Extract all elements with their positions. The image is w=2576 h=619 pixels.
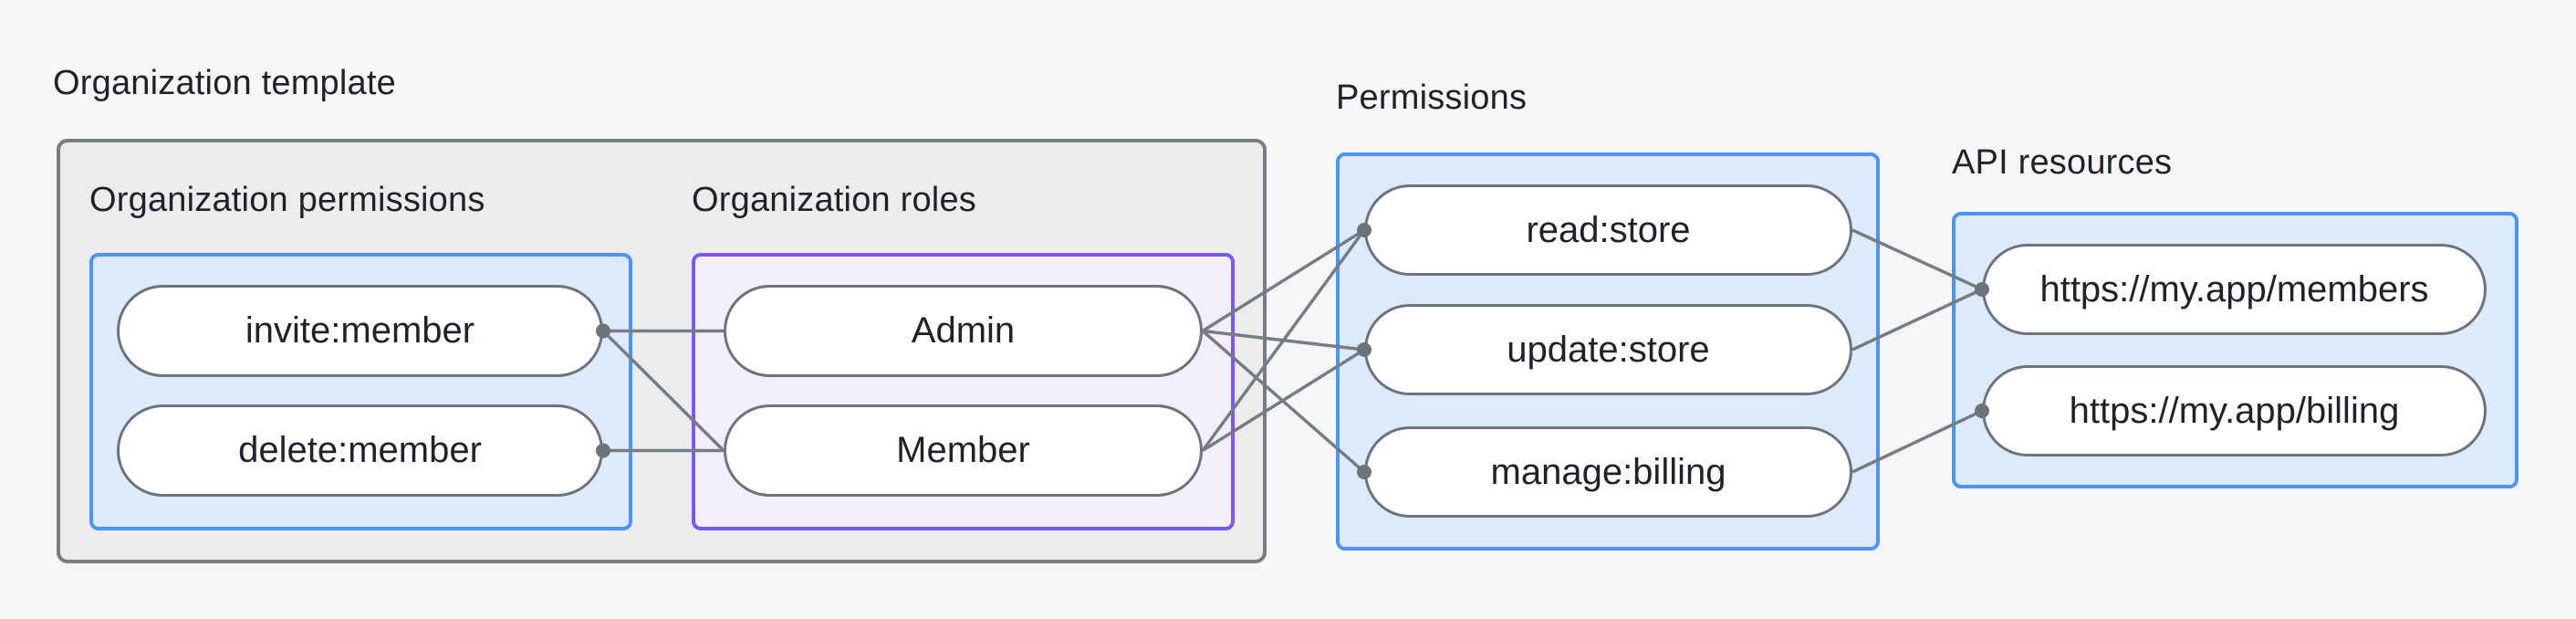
org-permissions-label: Organization permissions — [89, 181, 485, 219]
org-template-title: Organization template — [53, 64, 396, 102]
node-update-store: update:store — [1364, 304, 1852, 395]
node-member-role: Member — [724, 404, 1203, 497]
node-api-members: https://my.app/members — [1982, 244, 2487, 335]
node-api-billing: https://my.app/billing — [1982, 365, 2487, 456]
node-invite-member: invite:member — [117, 285, 603, 377]
api-resources-label: API resources — [1952, 143, 2173, 182]
node-manage-billing: manage:billing — [1364, 426, 1852, 518]
node-read-store: read:store — [1364, 184, 1852, 276]
permissions-label: Permissions — [1336, 79, 1528, 117]
node-delete-member: delete:member — [117, 404, 603, 497]
node-admin-role: Admin — [724, 285, 1203, 377]
org-roles-label: Organization roles — [692, 181, 976, 219]
